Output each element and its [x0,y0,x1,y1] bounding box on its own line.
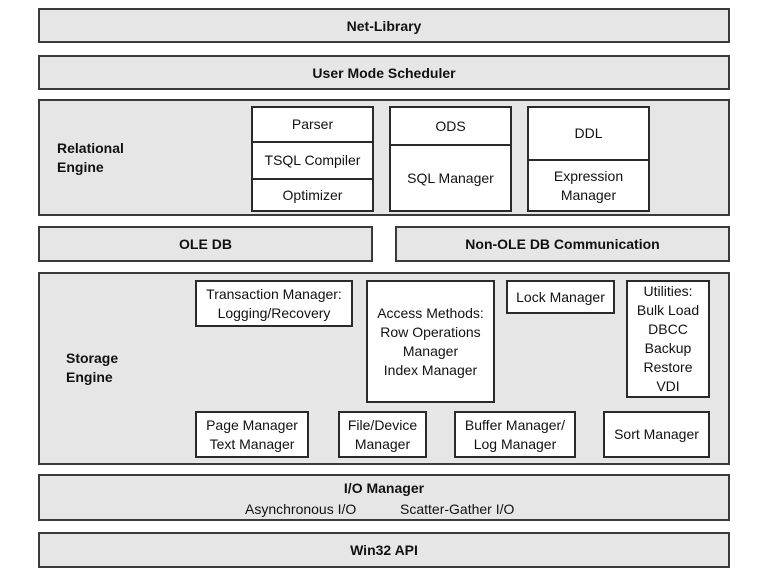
parser-box: Parser [291,116,334,132]
file-device-manager-box: File/Device Manager [338,411,427,458]
ddl-expression-stack: DDL Expression Manager [527,106,650,212]
win32-api-layer: Win32 API [38,532,730,568]
win32-api-label: Win32 API [350,542,418,558]
ddl-box: DDL [574,125,603,141]
async-io-label: Asynchronous I/O [245,501,357,517]
ole-db-label: OLE DB [179,236,232,252]
relational-engine-layer: Relational Engine Parser TSQL Compiler O… [38,99,730,216]
page-manager-box: Page Manager Text Manager [195,411,309,458]
ods-sql-manager-stack: ODS SQL Manager [389,106,512,212]
io-manager-label: I/O Manager [343,480,425,496]
non-ole-db-layer: Non-OLE DB Communication [395,226,730,262]
ole-db-layer: OLE DB [38,226,373,262]
lock-manager-box: Lock Manager [506,280,615,314]
storage-engine-layer: Storage Engine Transaction Manager: Logg… [38,272,730,465]
user-mode-scheduler-label: User Mode Scheduler [312,64,456,81]
query-processor-stack: Parser TSQL Compiler Optimizer [251,106,374,212]
scatter-gather-io-label: Scatter-Gather I/O [400,501,515,517]
net-library-label: Net-Library [346,17,422,34]
relational-engine-label: Relational Engine [57,140,124,175]
sql-manager-box: SQL Manager [391,144,510,210]
utilities-box: Utilities: Bulk Load DBCC Backup Restore… [626,280,710,398]
sort-manager-box: Sort Manager [603,411,710,458]
non-ole-db-label: Non-OLE DB Communication [465,236,660,252]
io-manager-layer: I/O Manager Asynchronous I/O Scatter-Gat… [38,474,730,521]
expression-manager-box: Expression Manager [529,159,648,210]
user-mode-scheduler-layer: User Mode Scheduler [38,55,730,90]
tsql-compiler-box: TSQL Compiler [253,141,372,178]
transaction-manager-box: Transaction Manager: Logging/Recovery [195,280,353,327]
storage-engine-label: Storage Engine [66,350,119,385]
net-library-layer: Net-Library [38,8,730,43]
optimizer-box: Optimizer [253,178,372,210]
buffer-manager-box: Buffer Manager/ Log Manager [454,411,576,458]
ods-box: ODS [435,117,466,134]
access-methods-box: Access Methods: Row Operations Manager I… [366,280,495,403]
